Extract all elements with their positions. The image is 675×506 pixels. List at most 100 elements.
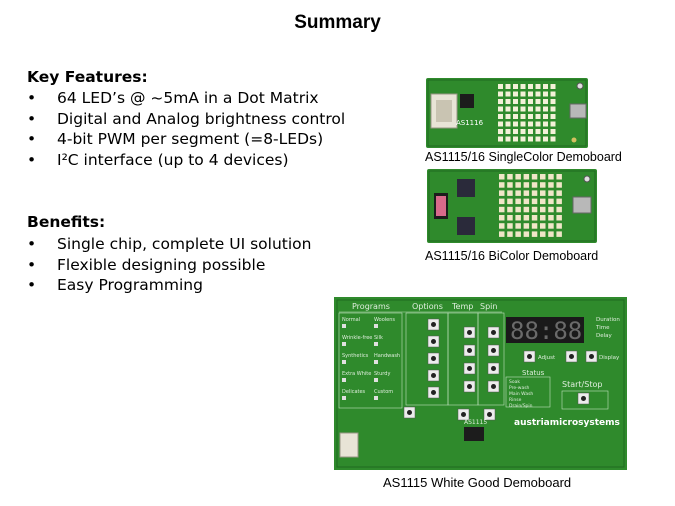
led (550, 129, 556, 134)
svg-text:Programs: Programs (352, 302, 390, 311)
led (528, 136, 533, 142)
led (540, 223, 546, 229)
button-grid (403, 318, 598, 421)
led (528, 91, 533, 97)
bicolor-demoboard-image (427, 169, 597, 243)
led (556, 223, 562, 229)
led (374, 396, 378, 400)
program-label: Delicates (342, 389, 366, 395)
led (498, 114, 503, 119)
led (513, 84, 518, 89)
svg-text:Spin: Spin (480, 302, 497, 311)
button-cap (491, 384, 496, 389)
led (531, 198, 538, 205)
button-cap (581, 396, 586, 401)
led (548, 223, 554, 229)
single-color-caption: AS1115/16 SingleColor Demoboard (425, 150, 622, 164)
led (550, 106, 556, 112)
program-label: Normal (342, 317, 360, 323)
button-cap (569, 354, 574, 359)
status-label: Status (522, 369, 545, 377)
led (556, 190, 562, 196)
led (507, 190, 513, 196)
led (540, 206, 546, 213)
list-item: •Digital and Analog brightness control (27, 109, 346, 128)
svg-text:Rinse: Rinse (509, 397, 522, 403)
program-label: Handwash (374, 353, 400, 359)
button-cap (431, 322, 436, 327)
led (507, 182, 513, 188)
svg-text:Soak: Soak (509, 379, 520, 385)
led (498, 129, 503, 134)
led (342, 324, 346, 328)
list-item: •Single chip, complete UI solution (27, 235, 312, 253)
led (528, 121, 533, 127)
button-cap (527, 354, 532, 359)
bullet-icon: • (27, 255, 37, 274)
led (499, 182, 505, 188)
board-header: Programs Options Temp Spin (352, 302, 497, 311)
button-cap (491, 330, 496, 335)
list-item: •4-bit PWM per segment (=8-LEDs) (27, 130, 324, 148)
led (523, 198, 530, 205)
bullet-icon: • (27, 109, 37, 128)
led (498, 106, 503, 112)
led (523, 206, 530, 213)
led (523, 215, 530, 221)
led (550, 136, 556, 142)
led (520, 106, 526, 112)
led (535, 91, 541, 97)
list-item: •I²C interface (up to 4 devices) (27, 150, 289, 169)
led (513, 114, 518, 119)
led (499, 231, 505, 237)
board-chip-label: AS1115 (464, 419, 487, 426)
led (540, 198, 546, 205)
led (531, 174, 538, 180)
led (528, 84, 533, 89)
led (505, 129, 511, 134)
button-cap (491, 348, 496, 353)
led (374, 324, 378, 328)
led (543, 99, 548, 104)
led (548, 182, 554, 188)
led (499, 206, 505, 213)
led (548, 231, 554, 237)
single-color-demoboard-image: AS1116 (426, 78, 588, 148)
button-cap (487, 412, 492, 417)
led (548, 190, 554, 196)
button-cap (467, 384, 472, 389)
led (535, 136, 541, 142)
svg-text:Options: Options (412, 302, 443, 311)
start-stop-label: Start/Stop (562, 380, 602, 389)
led (535, 84, 541, 89)
bullet-icon: • (27, 130, 37, 148)
led (515, 231, 521, 237)
led (523, 190, 530, 196)
led (499, 174, 505, 180)
program-label: Sturdy (374, 371, 390, 377)
svg-text:Time: Time (595, 325, 610, 331)
led (540, 174, 546, 180)
svg-text:Delay: Delay (596, 333, 613, 339)
led (535, 129, 541, 134)
led (543, 114, 548, 119)
led (498, 121, 503, 127)
program-label: Woolens (374, 317, 395, 323)
program-label: Wrinkle-free (342, 335, 372, 341)
led (515, 206, 521, 213)
adjust-label: Adjust (538, 355, 556, 361)
bullet-icon: • (27, 235, 37, 253)
led (513, 91, 518, 97)
button-cap (407, 410, 412, 415)
led (498, 136, 503, 142)
led (548, 198, 554, 205)
led (505, 106, 511, 112)
led (515, 215, 521, 221)
led (535, 121, 541, 127)
led (543, 136, 548, 142)
led (515, 174, 521, 180)
led (550, 91, 556, 97)
led (556, 231, 562, 237)
program-label: Custom (374, 389, 393, 395)
led (507, 215, 513, 221)
